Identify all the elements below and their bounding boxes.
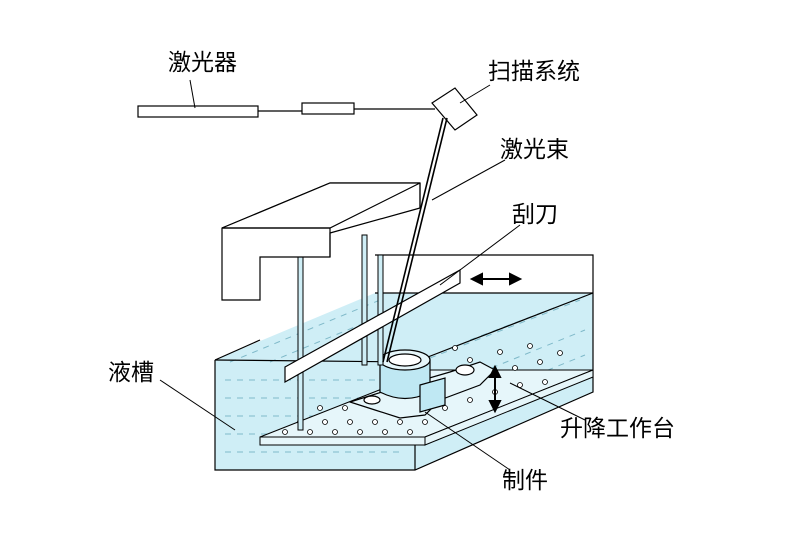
optics (137, 87, 478, 363)
part-label: 制件 (502, 468, 548, 494)
part (348, 349, 496, 419)
beam-label: 激光束 (500, 137, 569, 163)
platform-holes (282, 343, 563, 435)
lens-unit (301, 102, 355, 115)
leader-lines (159, 79, 586, 471)
scanner-label: 扫描系统 (488, 59, 580, 85)
arrows (469, 272, 523, 414)
platform-label: 升降工作台 (560, 416, 675, 442)
gantry (221, 182, 421, 301)
laser-beam (382, 117, 444, 363)
scraper-label: 刮刀 (512, 202, 558, 228)
laser-body (137, 105, 259, 118)
laser-label: 激光器 (168, 50, 237, 76)
vat-label: 液槽 (108, 360, 154, 386)
scanner-mirror (431, 87, 478, 131)
rods (297, 234, 384, 431)
